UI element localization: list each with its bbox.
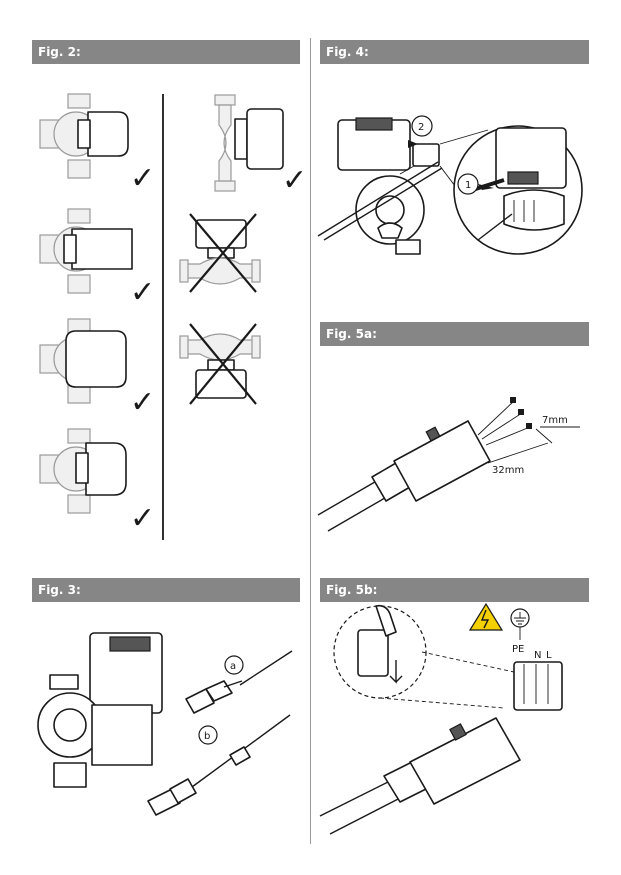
- svg-text:N: N: [534, 650, 541, 661]
- pump-horizontal-up-crossed: [179, 213, 261, 293]
- fig5b-illustration: PE N L: [319, 602, 563, 835]
- pump-position-3: [39, 318, 127, 404]
- svg-text:b: b: [204, 731, 210, 742]
- fig3-title: Fig. 3:: [32, 578, 300, 602]
- fig2-illustration: ✓ ✓ ✓ ✓ ✓: [39, 93, 307, 540]
- fig4-title: Fig. 4:: [320, 40, 589, 64]
- dimension-7mm: 7mm: [542, 415, 568, 426]
- fig5b-title: Fig. 5b:: [320, 578, 589, 602]
- check-icon: ✓: [282, 163, 307, 198]
- svg-text:PE: PE: [512, 644, 524, 655]
- svg-text:2: 2: [418, 122, 424, 133]
- pump-position-4: [39, 428, 127, 514]
- fig3-illustration: a b: [37, 632, 293, 816]
- pump-position-2: [39, 208, 133, 294]
- arrow-icon: [389, 660, 403, 684]
- connector-plug: [412, 143, 440, 167]
- terminal-block: [513, 661, 563, 711]
- svg-text:a: a: [230, 661, 236, 672]
- check-icon: ✓: [130, 385, 155, 420]
- pump-position-1: [39, 93, 129, 179]
- callout-2: [411, 115, 433, 137]
- arrow-icon: [408, 140, 418, 148]
- connector-housing: [409, 717, 521, 805]
- fig5a-title: Fig. 5a:: [320, 322, 589, 346]
- check-icon: ✓: [130, 501, 155, 536]
- check-icon: ✓: [130, 275, 155, 310]
- svg-text:1: 1: [465, 180, 471, 191]
- fig5a-illustration: 7mm 32mm: [317, 397, 580, 532]
- callout-1: [457, 173, 479, 195]
- fig4-illustration: 2 1: [317, 115, 583, 255]
- column-divider: [310, 38, 311, 844]
- dimension-32mm: 32mm: [492, 465, 524, 476]
- svg-text:L: L: [546, 650, 552, 661]
- pump-vertical-ok: [214, 94, 284, 192]
- pump-horizontal-down-crossed: [179, 323, 261, 405]
- fig2-title: Fig. 2:: [32, 40, 300, 64]
- high-voltage-warning-icon: [468, 602, 504, 631]
- check-icon: ✓: [130, 161, 155, 196]
- cable-a: [239, 650, 293, 686]
- callout-a: [224, 655, 244, 675]
- callout-b: [198, 725, 218, 745]
- connector-housing: [393, 420, 491, 502]
